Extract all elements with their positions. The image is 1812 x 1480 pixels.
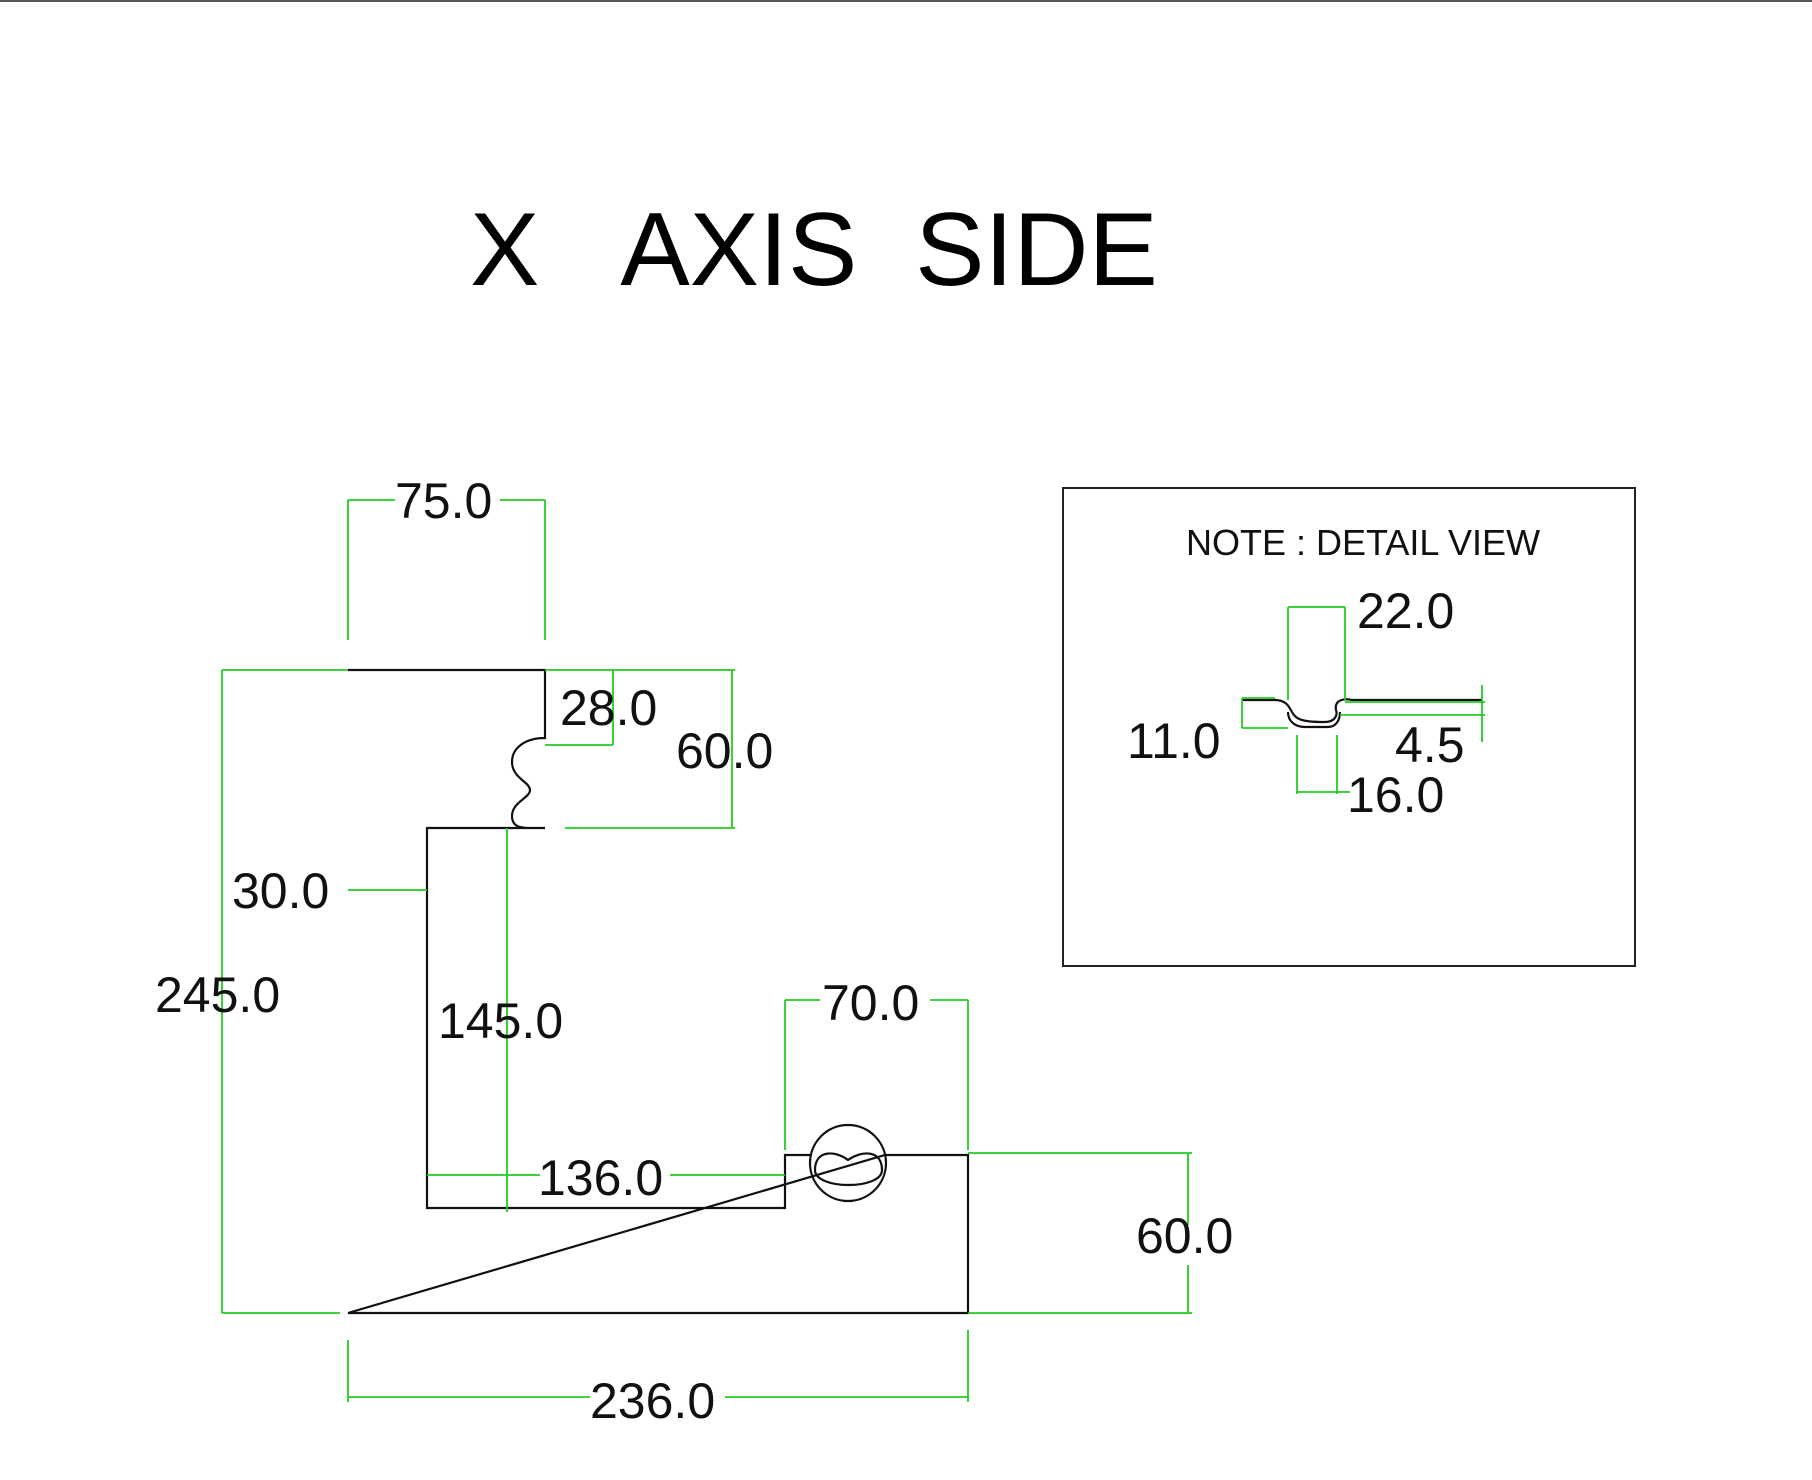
- detail-dim-slot-top: 22.0: [1357, 583, 1454, 639]
- dim-wall: 30.0: [232, 863, 329, 919]
- dim-rail-span: 70.0: [822, 975, 919, 1031]
- drawing-title: X AXIS SIDE: [470, 192, 1158, 308]
- detail-slot-outline: [1242, 698, 1482, 724]
- dim-overall-height: 245.0: [155, 967, 280, 1023]
- detail-dimension-lines: [1241, 606, 1485, 794]
- detail-slot-lip: [1286, 711, 1342, 729]
- detail-dim-lip: 4.5: [1395, 717, 1465, 773]
- detail-note: NOTE : DETAIL VIEW: [1186, 522, 1540, 563]
- top-rule: [0, 0, 1812, 2]
- dimension-lines: [221, 499, 1192, 1402]
- rail-circle: [808, 1123, 888, 1203]
- dim-top-flange: 60.0: [676, 723, 773, 779]
- dim-inner-height: 145.0: [438, 993, 563, 1049]
- dim-bottom-flange: 60.0: [1136, 1208, 1233, 1264]
- dim-slot-depth: 28.0: [560, 680, 657, 736]
- dim-top-width: 75.0: [395, 473, 492, 529]
- detail-view-box: [1062, 487, 1636, 967]
- rail-insert: [813, 1152, 884, 1186]
- dim-overall-width: 236.0: [590, 1373, 715, 1429]
- detail-dim-slot-height: 11.0: [1127, 713, 1221, 769]
- dim-inner-width: 136.0: [538, 1150, 663, 1206]
- detail-dim-slot-bottom: 16.0: [1347, 767, 1444, 823]
